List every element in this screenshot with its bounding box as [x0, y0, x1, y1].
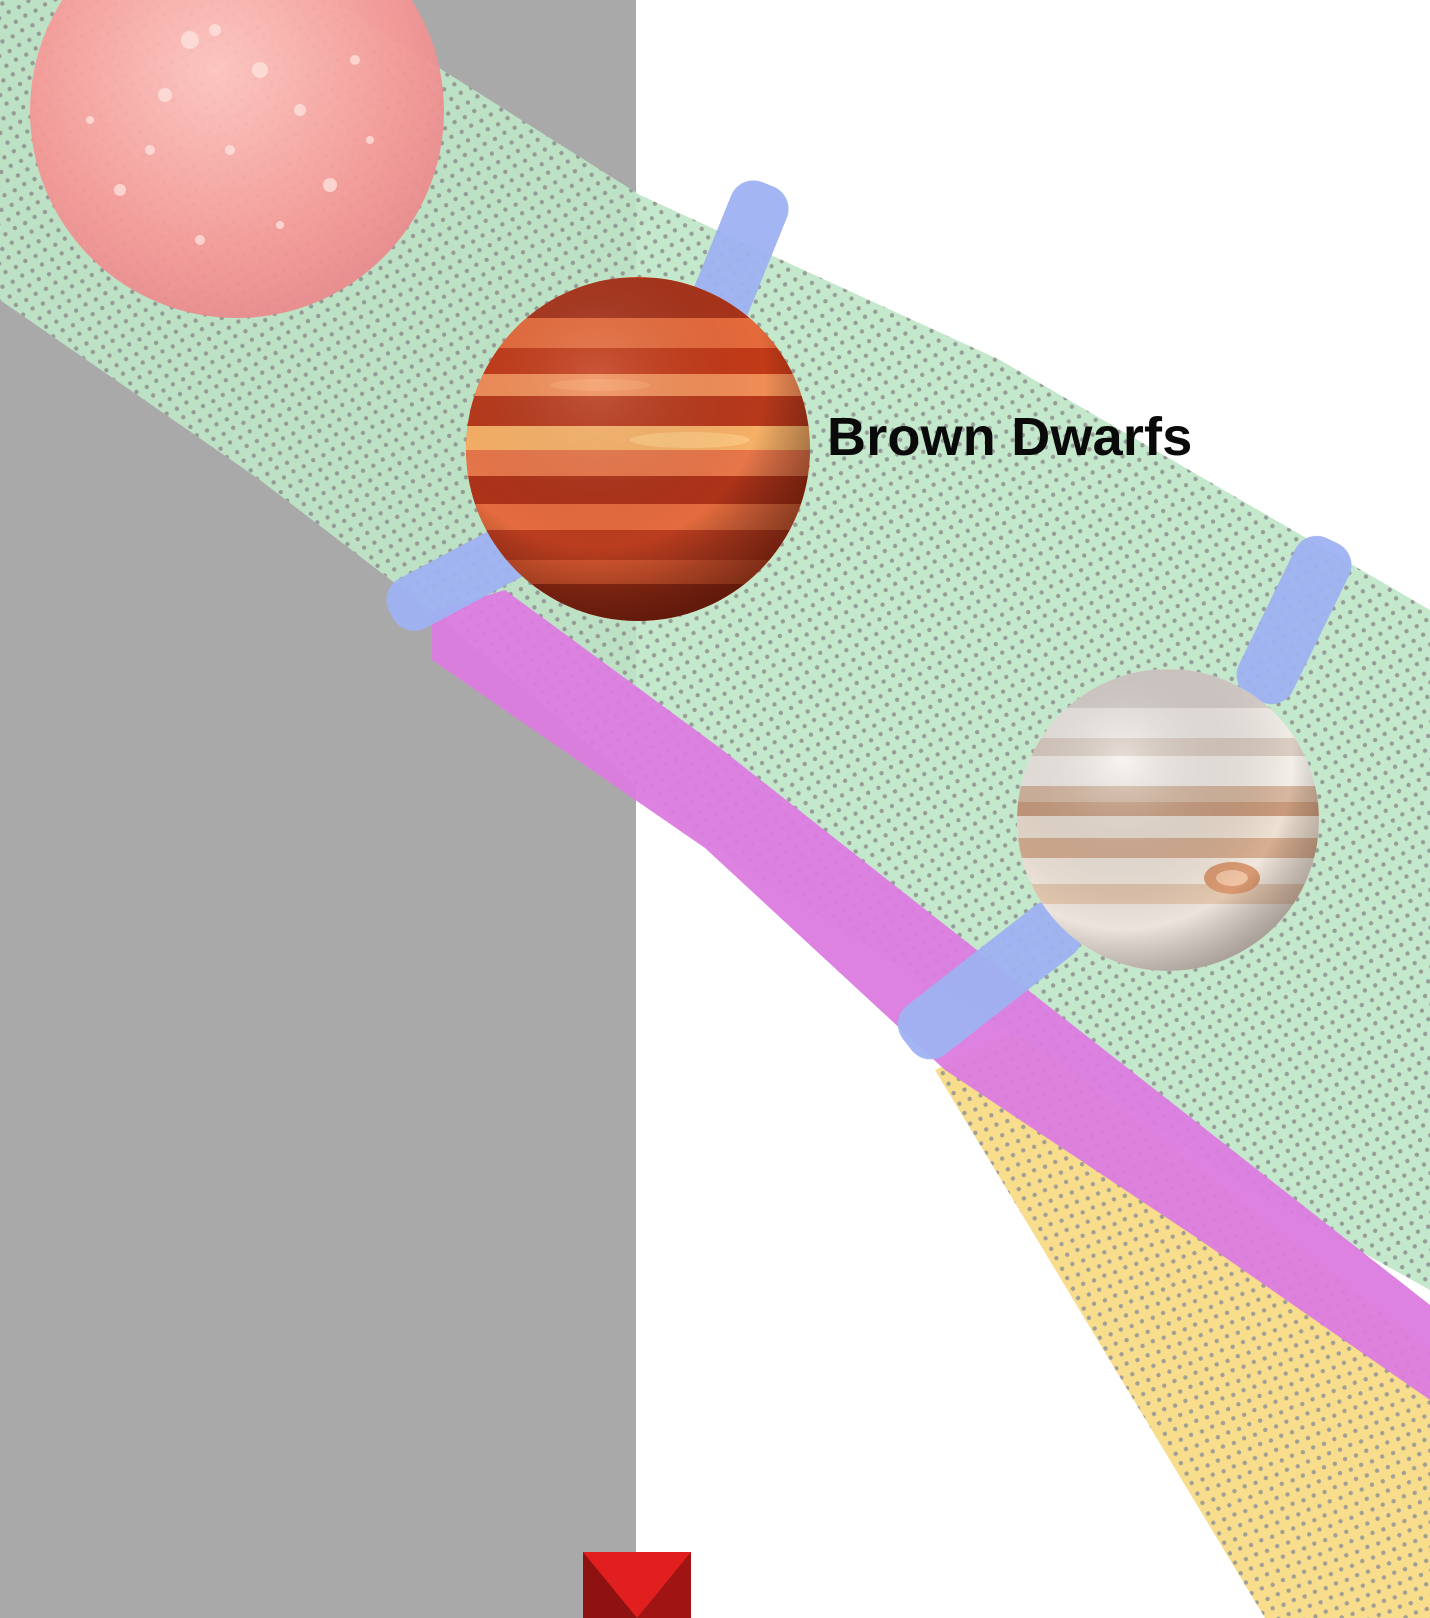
jupiter-planet-icon: [1017, 669, 1319, 971]
star-icon: [30, 0, 444, 318]
red-arrow-marker-icon: [583, 1552, 691, 1618]
brown-dwarfs-label: Brown Dwarfs: [827, 407, 1193, 467]
green-band: [0, 0, 1430, 1290]
yellow-band: [935, 1030, 1430, 1618]
